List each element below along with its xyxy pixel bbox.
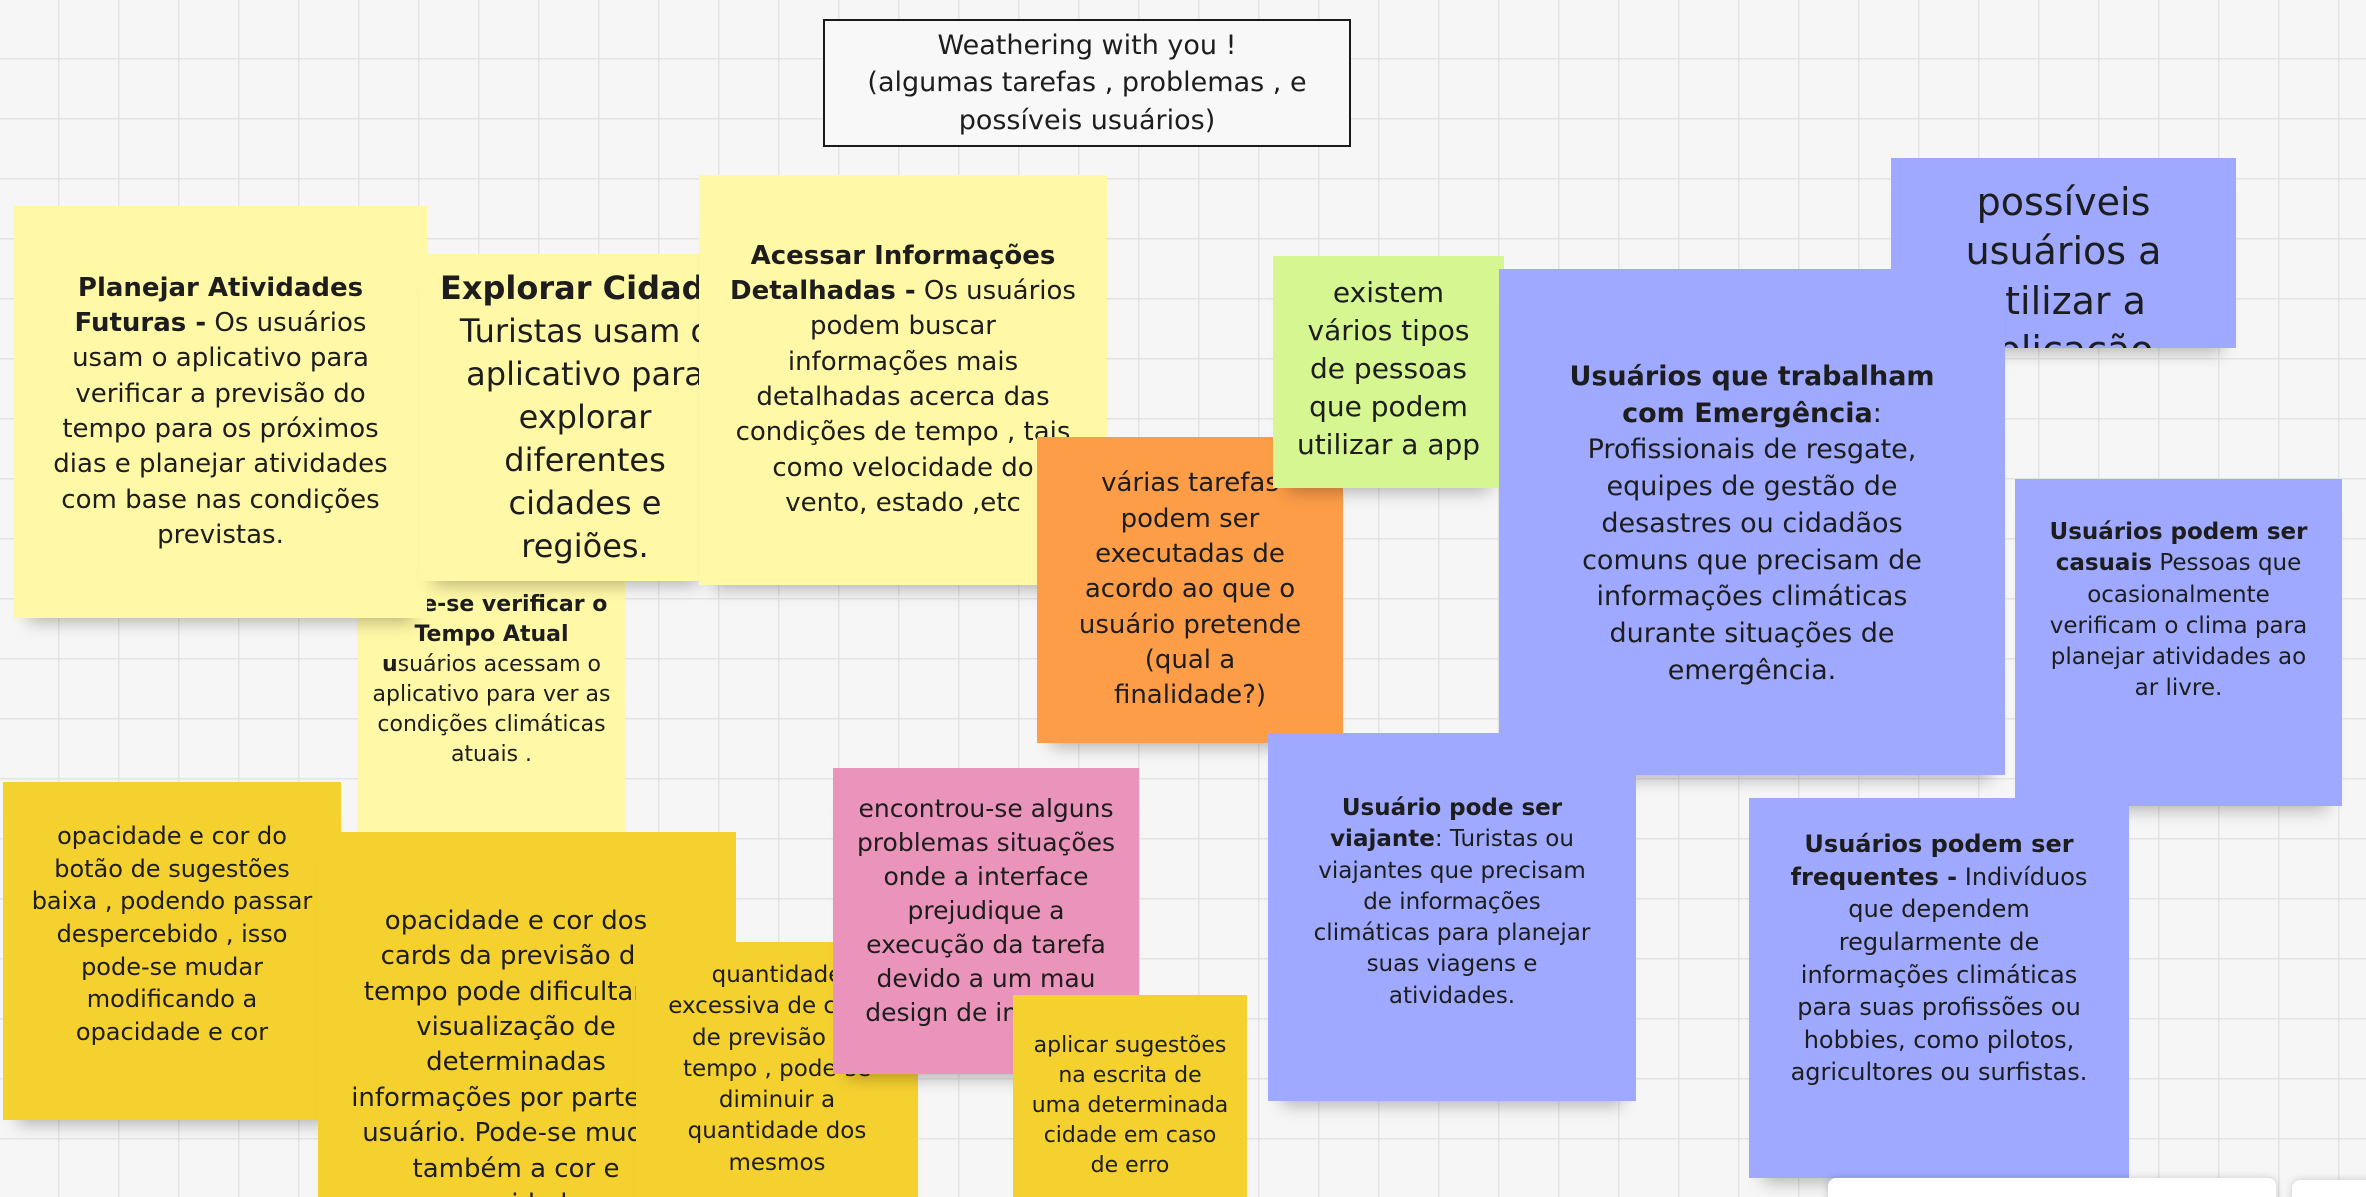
note-heading: Usuários podem ser casuais	[2049, 519, 2308, 577]
sticky-note-acessar-informacoes[interactable]: Acessar Informações Detalhadas - Os usuá…	[699, 175, 1107, 585]
sticky-note-opacidade-botao[interactable]: opacidade e cor do botão de sugestões ba…	[3, 782, 341, 1120]
note-body: Os usuários podem buscar informações mai…	[735, 275, 1076, 519]
note-heading: Acessar Informações Detalhadas -	[730, 240, 1056, 306]
board-title-line-3: possíveis usuários)	[958, 104, 1216, 136]
note-body: opacidade e cor dos cards da previsão de…	[351, 906, 681, 1197]
board-title-line-2: (algumas tarefas , problemas , e	[867, 67, 1307, 99]
sticky-note-casuais[interactable]: Usuários podem ser casuais Pessoas que o…	[2015, 479, 2342, 806]
sticky-note-tipos-pessoas[interactable]: existem vários tipos de pessoas que pode…	[1273, 256, 1504, 488]
note-body: Pessoas que ocasionalmente verificam o c…	[2049, 550, 2308, 702]
note-body: encontrou-se alguns problemas situações …	[856, 794, 1116, 1027]
note-heading-initial: u	[381, 651, 398, 677]
note-body: possíveis usuários a utilizar a aplicaçã…	[1965, 180, 2162, 348]
sticky-note-sugestoes[interactable]: aplicar sugestões na escrita de uma dete…	[1013, 995, 1247, 1197]
board-title-line-1: Weathering with you !	[937, 30, 1237, 62]
note-body: Indivíduos que dependem regularmente de …	[1790, 862, 2088, 1087]
bottom-toolbar[interactable]	[1828, 1178, 2276, 1197]
board-title-box[interactable]: Weathering with you ! (algumas tarefas ,…	[823, 19, 1351, 147]
note-body: opacidade e cor do botão de sugestões ba…	[31, 822, 313, 1046]
zoom-toolbar[interactable]	[2292, 1180, 2366, 1197]
note-heading: Usuário pode ser viajante	[1330, 795, 1563, 853]
sticky-note-explorar-cidades[interactable]: Explorar Cidades Turistas usam o aplicat…	[420, 254, 712, 581]
note-body: existem vários tipos de pessoas que pode…	[1296, 276, 1481, 462]
sticky-note-emergencia[interactable]: Usuários que trabalham com Emergência: P…	[1499, 269, 2005, 775]
sticky-note-planejar-atividades[interactable]: Planejar Atividades Futuras - Os usuário…	[14, 206, 427, 618]
note-heading: Usuários podem ser frequentes -	[1790, 830, 2074, 891]
note-heading: Usuários que trabalham com Emergência	[1569, 361, 1935, 429]
note-body: Os usuários usam o aplicativo para verif…	[53, 307, 388, 551]
note-heading: Explorar Cidades	[440, 269, 712, 308]
sticky-note-varias-tarefas[interactable]: várias tarefas podem ser executadas de a…	[1037, 437, 1343, 743]
sticky-note-frequentes[interactable]: Usuários podem ser frequentes - Indivídu…	[1749, 798, 2129, 1178]
note-body: : Turistas ou viajantes que precisam de …	[1313, 826, 1591, 1009]
sticky-note-viajante[interactable]: Usuário pode ser viajante: Turistas ou v…	[1268, 733, 1636, 1101]
sticky-note-tempo-atual[interactable]: pode-se verificar o Tempo Atual usuários…	[358, 560, 625, 845]
note-heading: Planejar Atividades Futuras -	[74, 272, 364, 338]
note-body: aplicar sugestões na escrita de uma dete…	[1031, 1033, 1229, 1178]
note-body: : Profissionais de resgate, equipes de g…	[1582, 397, 1922, 686]
note-body: Turistas usam o aplicativo para explorar…	[459, 312, 711, 565]
note-body: suários acessam o aplicativo para ver as…	[372, 651, 611, 767]
note-body: várias tarefas podem ser executadas de a…	[1078, 468, 1302, 711]
